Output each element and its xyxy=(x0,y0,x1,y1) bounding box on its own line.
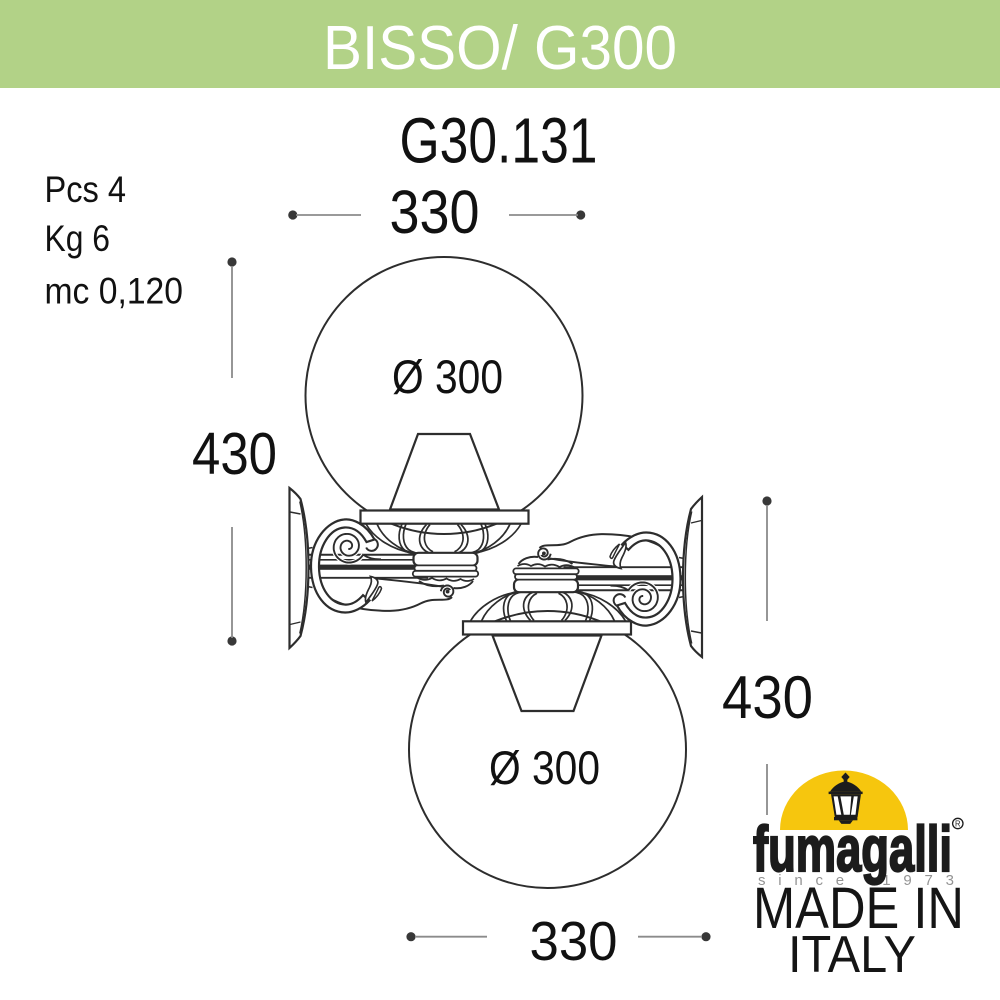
svg-text:G30.131: G30.131 xyxy=(400,105,598,177)
svg-text:Kg 6: Kg 6 xyxy=(45,217,111,259)
svg-text:ITALY: ITALY xyxy=(788,926,916,984)
svg-text:330: 330 xyxy=(390,178,480,246)
svg-text:mc 0,120: mc 0,120 xyxy=(45,270,184,312)
svg-text:Pcs 4: Pcs 4 xyxy=(45,168,127,210)
svg-text:Ø 300: Ø 300 xyxy=(489,741,600,794)
svg-text:430: 430 xyxy=(722,664,813,731)
svg-text:R: R xyxy=(955,819,961,829)
svg-text:330: 330 xyxy=(530,910,618,972)
svg-text:MADE IN: MADE IN xyxy=(753,876,964,941)
svg-text:BISSO/ G300: BISSO/ G300 xyxy=(323,14,677,83)
svg-text:Ø 300: Ø 300 xyxy=(392,350,503,403)
svg-text:fumagalli: fumagalli xyxy=(753,813,952,885)
svg-text:430: 430 xyxy=(192,421,277,487)
svg-text:s i n c e 1 9 7 3: s i n c e 1 9 7 3 xyxy=(758,872,954,889)
